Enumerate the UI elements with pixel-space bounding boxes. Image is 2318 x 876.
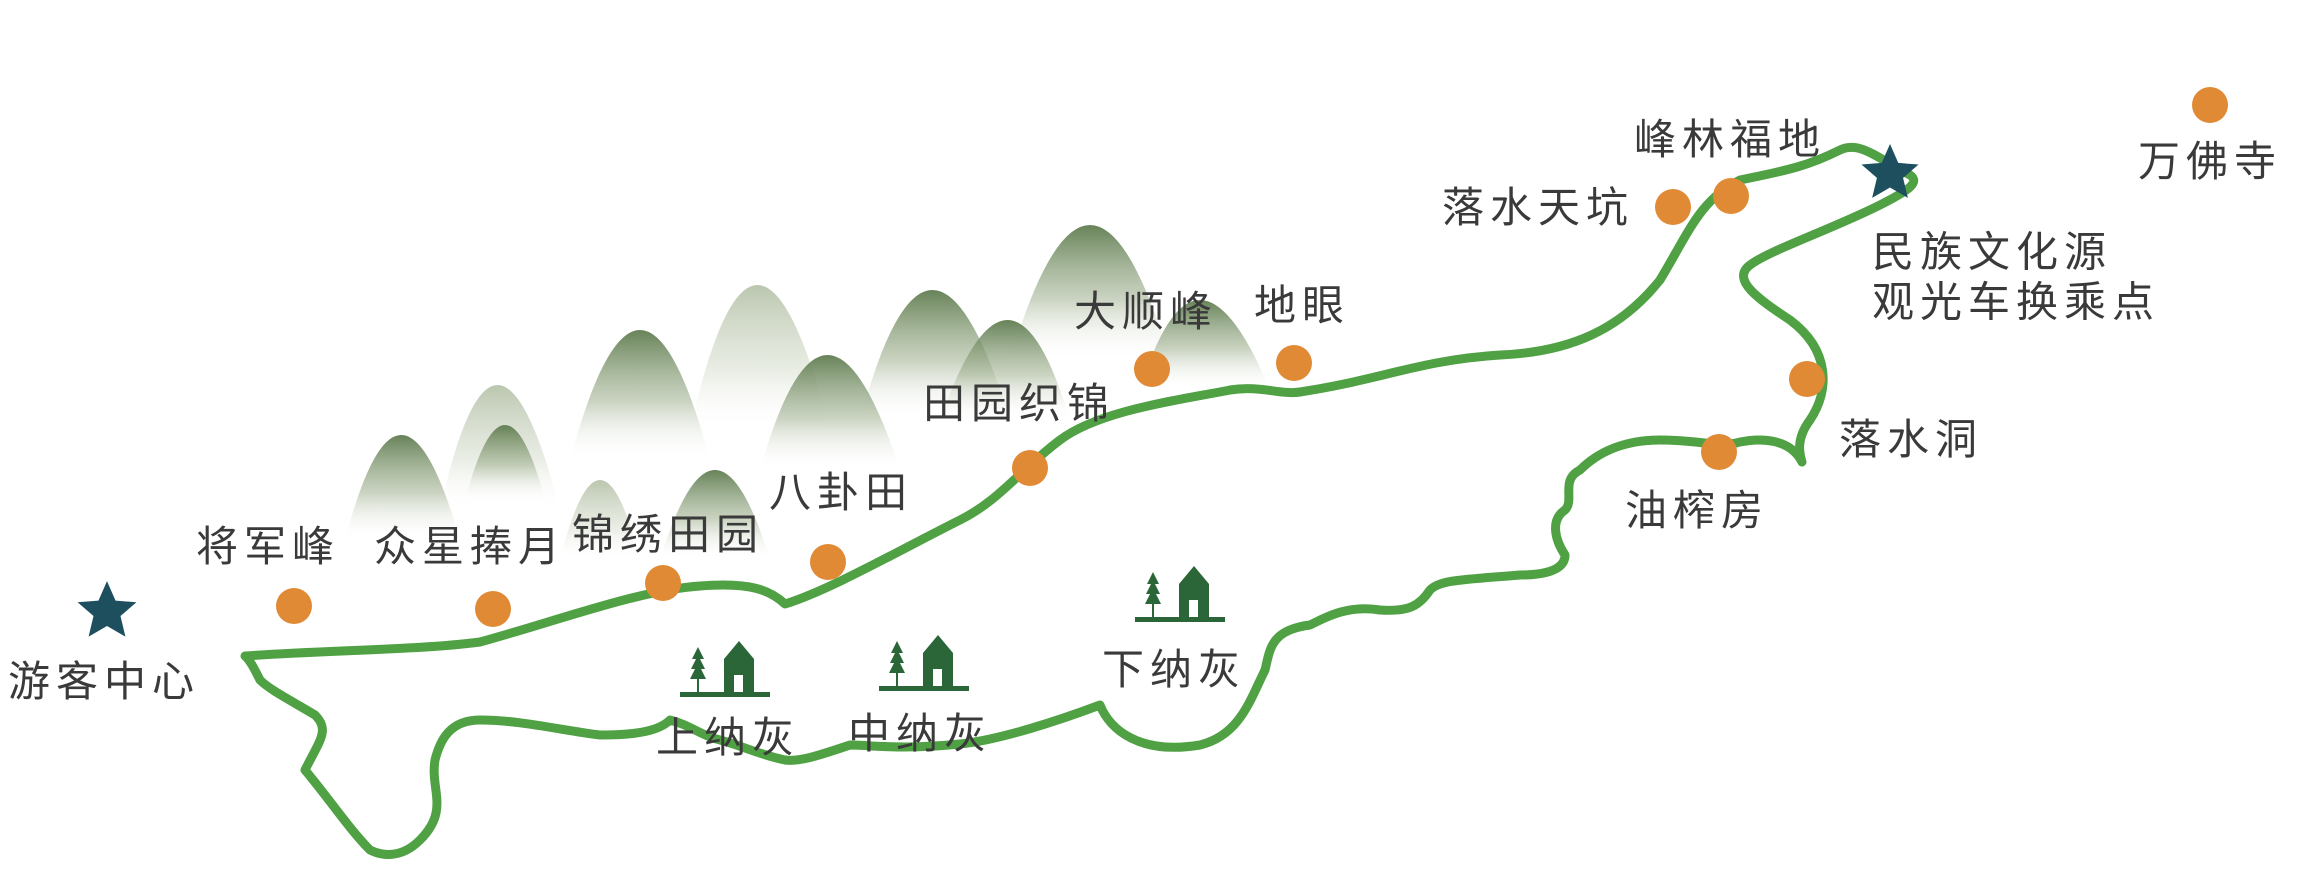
poi-label-luoshuidong: 落水洞 — [1838, 414, 1984, 464]
village-house-icon-shangnahui[interactable] — [680, 637, 770, 701]
poi-label-wanfosi: 万佛寺 — [2137, 136, 2283, 186]
transfer-point-label-line-1: 民族文化源 — [1872, 227, 2113, 277]
poi-label-luoshuitiankeng: 落水天坑 — [1441, 182, 1635, 232]
transfer-point-label-line-2: 观光车换乘点 — [1872, 278, 2161, 327]
poi-label-jinxiutianyuan: 锦绣田园 — [571, 509, 765, 559]
poi-dot-zhongxingpengyue[interactable] — [475, 591, 511, 627]
village-label-zhongnahui: 中纳灰 — [847, 708, 993, 758]
visitor-center-label: 游客中心 — [7, 656, 201, 706]
village-label-xianahui: 下纳灰 — [1101, 644, 1247, 694]
poi-dot-luoshuitiankeng[interactable] — [1655, 189, 1691, 225]
poi-label-dashunfeng: 大顺峰 — [1073, 286, 1219, 336]
transfer-point-star-icon[interactable] — [1857, 140, 1923, 208]
mountain-range-icon — [345, 225, 1270, 560]
village-label-shangnahui: 上纳灰 — [655, 712, 801, 762]
poi-dot-luoshuidong[interactable] — [1789, 361, 1825, 397]
poi-dot-dashunfeng[interactable] — [1134, 351, 1170, 387]
poi-dot-youzhafang[interactable] — [1701, 434, 1737, 470]
poi-dot-diyan[interactable] — [1276, 345, 1312, 381]
village-house-icon-zhongnahui[interactable] — [879, 631, 969, 695]
poi-dot-baguatian[interactable] — [810, 544, 846, 580]
poi-label-diyan: 地眼 — [1253, 280, 1351, 330]
poi-dot-jiangjunfeng[interactable] — [276, 588, 312, 624]
poi-label-jiangjunfeng: 将军峰 — [195, 521, 341, 571]
poi-dot-wanfosi[interactable] — [2192, 87, 2228, 123]
visitor-center-star-icon[interactable] — [73, 577, 141, 647]
poi-label-tianyuanzhijin: 田园织锦 — [922, 378, 1116, 428]
village-house-icon-xianahui[interactable] — [1135, 562, 1225, 626]
poi-label-youzhafang: 油榨房 — [1624, 485, 1770, 535]
poi-dot-tianyuanzhijin[interactable] — [1012, 450, 1048, 486]
poi-dot-fenglinfudi[interactable] — [1713, 178, 1749, 214]
transfer-point-label: 民族文化源 观光车换乘点 — [1872, 228, 2160, 329]
poi-dot-jinxiutianyuan[interactable] — [645, 565, 681, 601]
poi-label-baguatian: 八卦田 — [768, 467, 914, 517]
poi-label-zhongxingpengyue: 众星捧月 — [373, 521, 567, 571]
tour-route-path — [240, 142, 1919, 859]
poi-label-fenglinfudi: 峰林福地 — [1633, 114, 1827, 164]
